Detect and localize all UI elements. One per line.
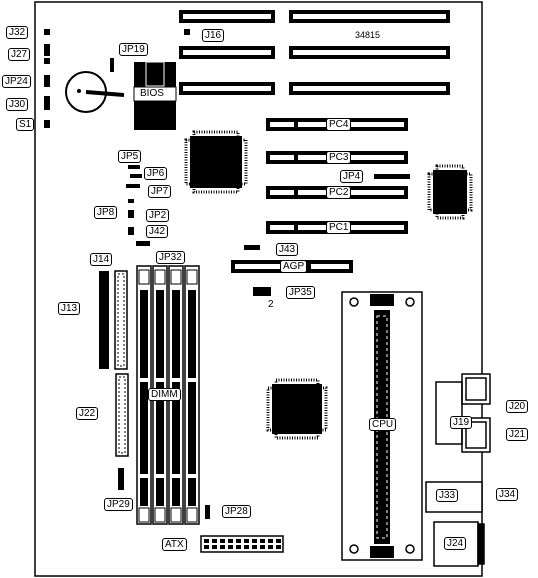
ide-headers [99,270,129,457]
j24-label: J24 [444,537,467,550]
chipset-north [184,130,248,194]
small-jumpers [44,29,410,519]
board-id-text: 34815 [355,30,381,40]
j30-label: J30 [6,98,29,111]
j13-label: J13 [58,302,81,315]
pci-slot-pc3-label: PC3 [326,151,352,164]
jp19-label: JP19 [119,43,148,56]
j22-label: J22 [76,407,99,420]
j42-label: J42 [146,225,169,238]
pci-slot-pc1-label: PC1 [326,221,352,234]
pci-slot-pc4-label: PC4 [326,118,352,131]
jp32-label: JP32 [156,251,185,264]
jp5-label: JP5 [118,150,142,163]
j16-label: J16 [202,29,225,42]
pci-slot-pc2-label: PC2 [326,186,352,199]
j21-label: J21 [506,428,529,441]
jp2-label: JP2 [146,209,170,222]
agp-slot-label: AGP [280,260,308,273]
jp28-label: JP28 [222,505,251,518]
j14-label: J14 [90,253,113,266]
jp6-label: JP6 [144,167,168,180]
j43-label: J43 [276,243,299,256]
jp29-label: JP29 [104,498,133,511]
jp8-label: JP8 [94,206,118,219]
jp24-label: JP24 [2,75,31,88]
atx-connector [200,535,284,553]
pin-marker-label: 2 [268,299,274,310]
dimm-label: DIMM [148,388,181,401]
j20-label: J20 [506,400,529,413]
jp4-label: JP4 [340,170,364,183]
cpu-label: CPU [369,418,397,431]
j19-label: J19 [450,416,473,429]
jp7-label: JP7 [148,185,172,198]
j27-label: J27 [8,48,31,61]
jp35-label: JP35 [286,286,315,299]
rear-connectors [425,373,491,567]
j32-label: J32 [6,26,29,39]
io-chip [427,164,473,220]
chipset-south [266,378,328,440]
j33-label: J33 [436,489,459,502]
s1-label: S1 [16,118,35,131]
bios-label: BIOS [140,88,164,99]
battery [65,71,125,113]
bios-chip [133,61,177,130]
j34-label: J34 [496,488,519,501]
atx-label: ATX [162,538,187,551]
